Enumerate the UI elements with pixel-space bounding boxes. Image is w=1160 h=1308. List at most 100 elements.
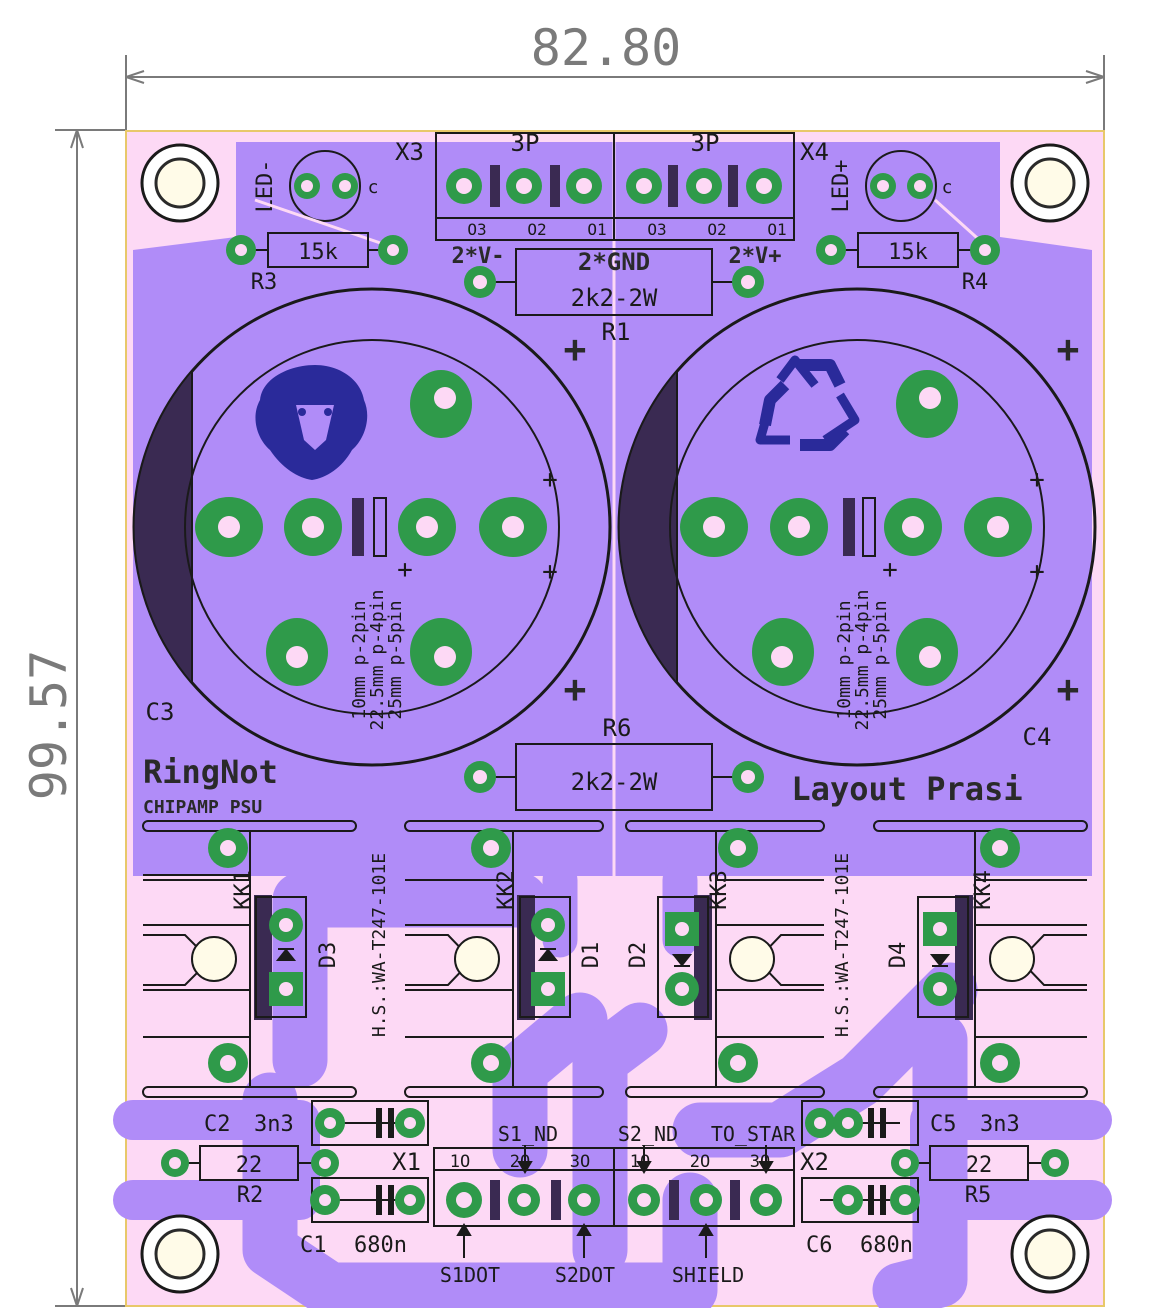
d3-ref: D3	[316, 942, 341, 969]
c3-plus-2: +	[542, 465, 558, 495]
r4-value: 15k	[888, 240, 928, 265]
capacitor-c2: C2 3n3	[204, 1100, 429, 1146]
c4-pads	[680, 370, 1032, 686]
c3-plus-3: +	[542, 557, 558, 587]
c6-value: 680n	[860, 1233, 913, 1258]
heatsink-part-left: H.S.:WA-T247-101E	[369, 853, 390, 1037]
resistor-r4: 15k R4	[816, 198, 1000, 295]
heatsink-mid-left	[404, 820, 604, 1098]
x4-ref: X4	[800, 138, 829, 166]
capacitor-c3: 10mm p-2pin 22.5mm p-4pin 25mm p-5pin + …	[132, 287, 612, 767]
c2-value: 3n3	[254, 1112, 294, 1137]
c4-pitch-2: 22.5mm p-4pin	[852, 590, 873, 731]
brand-title: RingNot	[143, 753, 278, 791]
d1-ref: D1	[579, 942, 604, 969]
c1-ref: C1	[300, 1233, 327, 1258]
kk4-ref: KK4	[971, 870, 996, 910]
led-right: LED+ c	[829, 150, 953, 222]
connector-x4: X4 3P O3 O2 O1	[613, 129, 829, 241]
mount-hole-bottom-right	[1010, 1214, 1090, 1294]
r1-ref: R1	[602, 318, 631, 346]
resistor-r6: 2k2-2W R6	[464, 714, 764, 811]
c5-value: 3n3	[980, 1112, 1020, 1137]
r6-ref: R6	[603, 714, 632, 742]
label-shield: SHIELD	[672, 1263, 744, 1287]
heatsink-left	[142, 820, 357, 1098]
recycle-icon	[755, 355, 860, 451]
capacitor-c1: C1 680n	[300, 1177, 429, 1258]
height-value: 99.57	[20, 650, 78, 801]
c5-ref: C5	[930, 1112, 957, 1137]
kk3-ref: KK3	[707, 870, 732, 910]
x2-ref: X2	[800, 1148, 829, 1176]
capacitor-c6: C6 680n	[801, 1177, 920, 1258]
c4-ref: C4	[1023, 723, 1052, 751]
mount-hole-top-left	[140, 143, 220, 223]
c3-plus-1: +	[564, 327, 587, 371]
x3-pin1: O1	[587, 220, 606, 239]
diode-d1: D1	[519, 896, 604, 1018]
x3-pin2: O2	[527, 220, 546, 239]
rail-v-minus: 2*V-	[452, 244, 505, 269]
heatsink-part-right: H.S.:WA-T247-101E	[832, 853, 853, 1037]
x1-pin3: 3O	[570, 1152, 590, 1172]
c3-pitch-2: 22.5mm p-4pin	[367, 590, 388, 731]
diode-d3: D3	[255, 896, 341, 1018]
c4-plus-4: +	[882, 555, 898, 585]
label-s2dot: S2DOT	[555, 1263, 615, 1287]
c4-plus-1: +	[1057, 327, 1080, 371]
x4-pin1: O1	[767, 220, 786, 239]
mount-hole-top-right	[1010, 143, 1090, 223]
mount-hole-bottom-left	[140, 1214, 220, 1294]
c4-plus-2: +	[1029, 465, 1045, 495]
label-s2-nd: S2_ND	[618, 1122, 678, 1146]
led-left-cathode: c	[368, 177, 379, 198]
x2-pin2: 2O	[690, 1152, 710, 1172]
x4-pin2: O2	[707, 220, 726, 239]
rail-gnd: 2*GND	[578, 248, 650, 276]
led-left: LED- c	[253, 150, 379, 222]
c3-pads	[195, 370, 547, 686]
led-right-cathode: c	[942, 177, 953, 198]
label-s1-nd: S1_ND	[498, 1122, 558, 1146]
diode-d4: D4	[886, 896, 969, 1018]
c3-ref: C3	[146, 698, 175, 726]
r5-ref: R5	[965, 1183, 992, 1208]
c6-ref: C6	[806, 1233, 833, 1258]
c1-value: 680n	[354, 1233, 407, 1258]
height-dimension: 99.57	[20, 129, 126, 1307]
led-right-label: LED+	[829, 160, 854, 213]
c3-plus-5: +	[564, 667, 587, 711]
r6-value: 2k2-2W	[571, 768, 658, 796]
width-dimension: 82.80	[125, 19, 1105, 130]
x4-value: 3P	[691, 129, 720, 157]
width-value: 82.80	[531, 19, 682, 77]
brand-subtitle: CHIPAMP PSU	[143, 797, 262, 818]
diode-d2: D2	[626, 896, 709, 1018]
r2-ref: R2	[237, 1183, 264, 1208]
rail-v-plus: 2*V+	[729, 244, 782, 269]
x3-pin3: O3	[467, 220, 486, 239]
lion-logo	[255, 365, 368, 480]
x4-pin3: O3	[647, 220, 666, 239]
kk2-ref: KK2	[494, 870, 519, 910]
connector-x3: X3 3P O3 O2 O1	[395, 129, 615, 241]
resistor-r2: 22 R2	[161, 1145, 339, 1208]
connector-x1: X1 1O 2O 3O	[392, 1147, 615, 1227]
c4-plus-3: +	[1029, 557, 1045, 587]
x1-ref: X1	[392, 1148, 421, 1176]
r2-value: 22	[236, 1153, 263, 1178]
x3-ref: X3	[395, 138, 424, 166]
c4-plus-5: +	[1057, 667, 1080, 711]
layout-title: Layout Prasi	[791, 770, 1022, 808]
c2-ref: C2	[204, 1112, 231, 1137]
r1-value: 2k2-2W	[571, 284, 658, 312]
r4-ref: R4	[962, 270, 989, 295]
label-to-star: TO_STAR	[711, 1122, 796, 1146]
r3-value: 15k	[298, 240, 338, 265]
resistor-r5: 22 R5	[891, 1145, 1069, 1208]
c3-plus-4: +	[397, 555, 413, 585]
x1-pin1: 1O	[450, 1152, 470, 1172]
capacitor-c4: 10mm p-2pin 22.5mm p-4pin 25mm p-5pin + …	[617, 287, 1097, 767]
